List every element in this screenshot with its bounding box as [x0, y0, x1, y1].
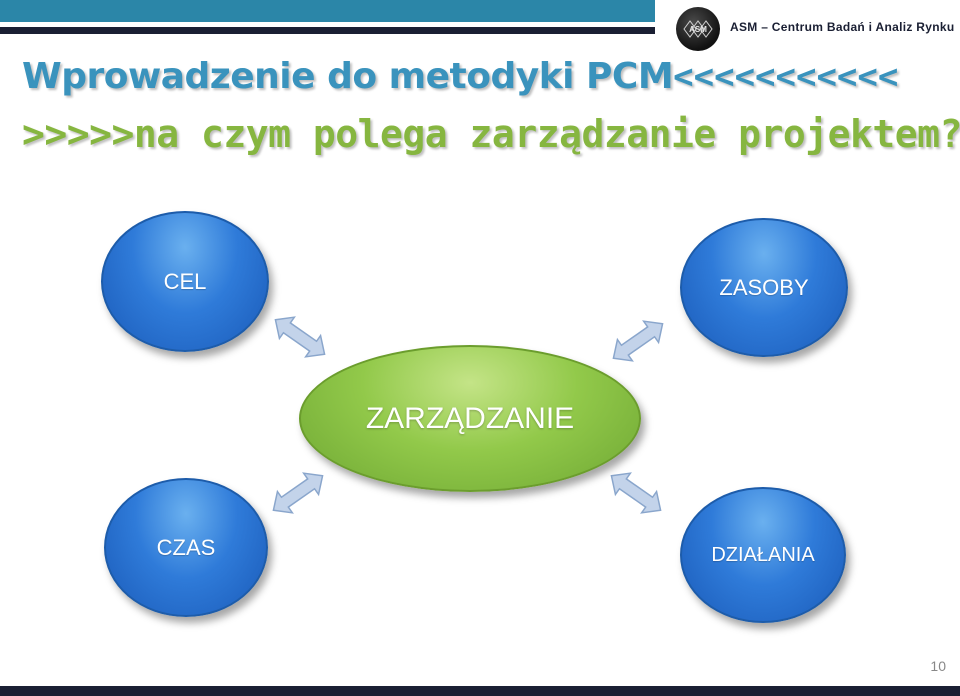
double-arrow-icon-czas: [272, 472, 324, 514]
header-bar: [0, 0, 655, 22]
node-dzialania: DZIAŁANIA: [680, 487, 846, 623]
double-arrow-icon-dzialania: [610, 472, 662, 514]
double-arrow-icon-cel: [274, 316, 326, 358]
asm-logo: ASM: [676, 7, 720, 51]
double-arrow-icon-zasoby: [612, 320, 664, 362]
slide-title-arrows: <<<<<<<<<<<: [673, 57, 899, 97]
node-zarzadzanie: ZARZĄDZANIE: [299, 345, 641, 492]
node-czas: CZAS: [104, 478, 268, 617]
header-rule: [0, 27, 655, 34]
node-zarzadzanie-label: ZARZĄDZANIE: [365, 401, 575, 435]
node-zasoby-label: ZASOBY: [719, 274, 809, 300]
node-czas-label: CZAS: [156, 534, 216, 560]
node-dzialania-label: DZIAŁANIA: [711, 543, 815, 566]
footer-bar: [0, 686, 960, 696]
asm-logo-mark-icon: ASM: [683, 20, 713, 38]
slide-title: Wprowadzenie do metodyki PCM<<<<<<<<<<<: [22, 56, 898, 97]
node-cel-label: CEL: [163, 268, 207, 294]
logo-text: ASM: [689, 25, 707, 34]
slide-title-text: Wprowadzenie do metodyki PCM: [22, 56, 674, 97]
organization-name: ASM – Centrum Badań i Analiz Rynku: [730, 20, 955, 34]
node-cel: CEL: [101, 211, 269, 352]
node-zasoby: ZASOBY: [680, 218, 848, 357]
page-number: 10: [930, 658, 946, 674]
slide-subtitle: >>>>>na czym polega zarządzanie projekte…: [22, 112, 960, 156]
